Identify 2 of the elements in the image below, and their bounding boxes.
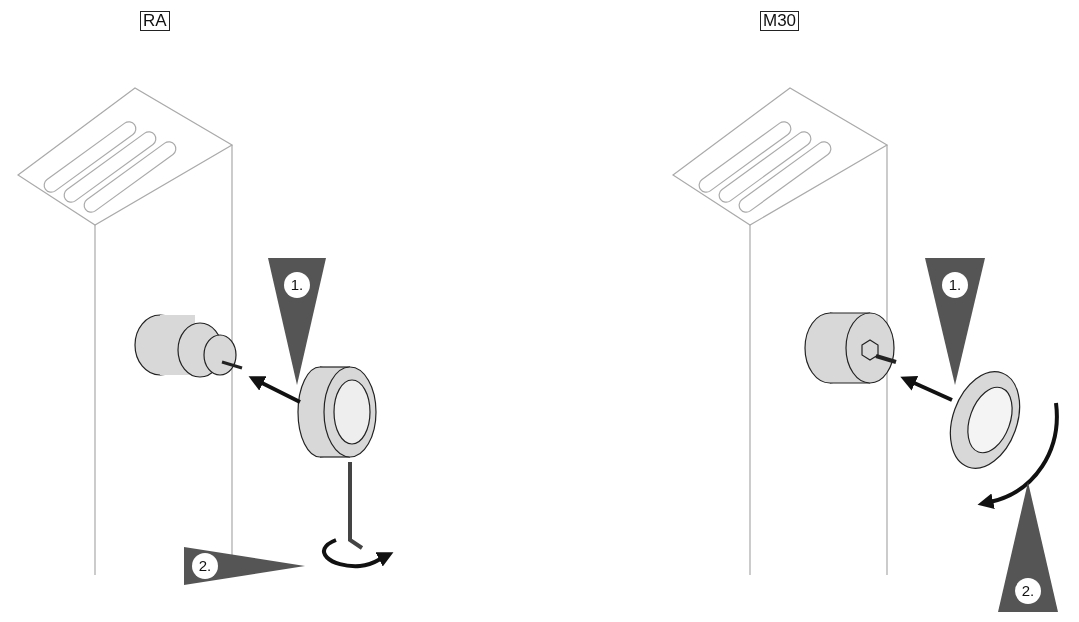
variant-tag: RA: [140, 11, 170, 31]
variant-tag: M30: [760, 11, 800, 31]
